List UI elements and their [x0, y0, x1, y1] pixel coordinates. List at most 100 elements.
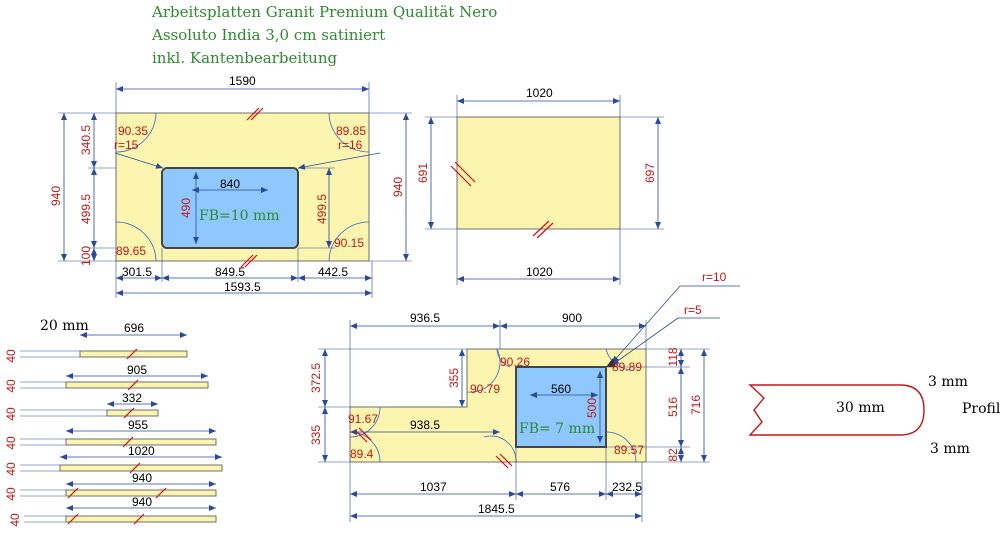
dim-v-mid: 499.5: [79, 194, 93, 224]
arc: [496, 348, 511, 368]
dim-top-left: 936.5: [410, 311, 440, 325]
strip-length: 955: [128, 418, 148, 432]
angle-top-left: 90.35: [118, 124, 148, 138]
dim-right-total: 716: [689, 395, 703, 415]
edge-mark: [536, 222, 554, 239]
top-right-piece: 1020 1020 691 697: [416, 86, 664, 285]
radius-left: r=15: [114, 138, 139, 152]
edge-mark: [240, 254, 254, 268]
sink-label: FB=10 mm: [199, 208, 280, 224]
strip-height: 40: [4, 407, 18, 421]
strip-4: 955 40: [4, 418, 217, 450]
bottom-sink-cutout: [515, 366, 607, 448]
arc: [605, 431, 637, 463]
strip-length: 696: [124, 321, 144, 335]
strip-rect: [106, 409, 159, 417]
dim-top-right: 900: [562, 311, 582, 325]
strip-height: 40: [4, 349, 18, 363]
profile-top: 3 mm: [928, 374, 968, 390]
strip-rect: [59, 464, 223, 472]
strip-5: 1020 40: [4, 444, 223, 476]
title-line-1: Arbeitsplatten Granit Premium Qualität N…: [151, 3, 497, 21]
strip-rect: [65, 438, 217, 446]
arc-bl: [115, 221, 157, 262]
dim-right-top: 118: [666, 347, 680, 366]
angle-bottom-left: 89.65: [116, 244, 146, 258]
dim-seg-left: 301.5: [122, 265, 152, 279]
angle-c: 89.89: [612, 360, 642, 374]
dim-height-left: 940: [49, 186, 63, 206]
dim-inner-length: 938.5: [410, 418, 440, 432]
dim-left-top: 372.5: [309, 363, 323, 393]
dim-b-seg3: 232.5: [612, 480, 642, 494]
sink-label: FB= 7 mm: [519, 421, 595, 437]
dim-step: 355: [447, 368, 461, 388]
dim-sink-height: 500: [585, 398, 599, 418]
angle-f: 89.57: [614, 443, 644, 457]
arc-tr: [328, 112, 370, 153]
strip-height: 40: [4, 379, 18, 393]
dim-sink-width: 840: [220, 177, 240, 191]
angle-bottom-right: 90.15: [334, 236, 364, 250]
angle-e: 89.4: [350, 447, 374, 461]
dim-v-bot: 100: [79, 246, 93, 266]
dim-b-total: 1845.5: [478, 502, 515, 516]
dim-left-bot: 335: [309, 425, 323, 445]
arc-br: [328, 221, 370, 262]
dim-seg-right: 442.5: [318, 265, 348, 279]
title-block: Arbeitsplatten Granit Premium Qualität N…: [151, 3, 497, 67]
angle-top-right: 89.85: [336, 124, 366, 138]
edge-mark: [450, 165, 472, 187]
edge-mark: [532, 220, 550, 237]
strip-rect: [65, 515, 217, 523]
dim-height-right: 940: [391, 177, 405, 197]
dim-b-seg1: 1037: [420, 480, 447, 494]
dim-b-seg2: 576: [550, 480, 570, 494]
strips-thickness-label: 20 mm: [40, 318, 89, 334]
dim-right-bot: 82: [666, 448, 680, 462]
strip-3: 332 40: [4, 391, 159, 421]
strip-height: 40: [4, 462, 18, 476]
arc: [349, 406, 381, 438]
strip-1: 696 40: [4, 321, 188, 363]
strip-7: 940 40: [8, 495, 217, 527]
radius-a: r=10: [702, 270, 727, 284]
angle-b: 90.79: [470, 382, 500, 396]
dim-seg-mid: 849.5: [215, 265, 245, 279]
edge-mark: [244, 254, 258, 268]
dim-sink-height: 490: [179, 198, 193, 218]
strip-rect: [65, 381, 209, 389]
profile-shape: [748, 384, 925, 436]
strip-length: 905: [127, 363, 147, 377]
strips-section: 20 mm 696 40 905 40 332 40: [4, 318, 223, 527]
strip-rect: [79, 350, 188, 358]
edge-profile: 3 mm 30 mm Profil 3 mm: [748, 374, 1000, 457]
strip-height: 40: [4, 436, 18, 450]
strip-6: 940 40: [4, 471, 217, 501]
strip-height: 40: [4, 487, 18, 501]
title-line-2: Assoluto India 3,0 cm satiniert: [151, 26, 385, 44]
dim-right-mid: 516: [666, 397, 680, 417]
strip-length: 940: [132, 471, 152, 485]
dim-height-left: 691: [416, 163, 430, 183]
radius-b: r=5: [684, 303, 702, 317]
dim-v-top: 340.5: [79, 125, 93, 155]
angle-a: 90.26: [500, 355, 530, 369]
strip-length: 940: [132, 495, 152, 509]
strip-length: 332: [122, 391, 142, 405]
dim-sink-width: 560: [551, 382, 571, 396]
edge-mark: [454, 161, 476, 183]
arc-tl: [115, 112, 157, 153]
strip-length: 1020: [128, 444, 155, 458]
dim-v-right-mid: 499.5: [315, 194, 329, 224]
strip-2: 905 40: [4, 363, 209, 393]
dim-overall-width: 1590: [229, 74, 256, 88]
angle-d: 91.67: [348, 412, 378, 426]
title-line-3: inkl. Kantenbearbeitung: [152, 49, 337, 67]
strip-rect: [65, 489, 217, 497]
dim-width-bottom: 1020: [526, 265, 553, 279]
dim-bottom-width: 1593.5: [224, 280, 261, 294]
dim-height-right: 697: [643, 163, 657, 183]
radius-right: r=16: [338, 138, 363, 152]
